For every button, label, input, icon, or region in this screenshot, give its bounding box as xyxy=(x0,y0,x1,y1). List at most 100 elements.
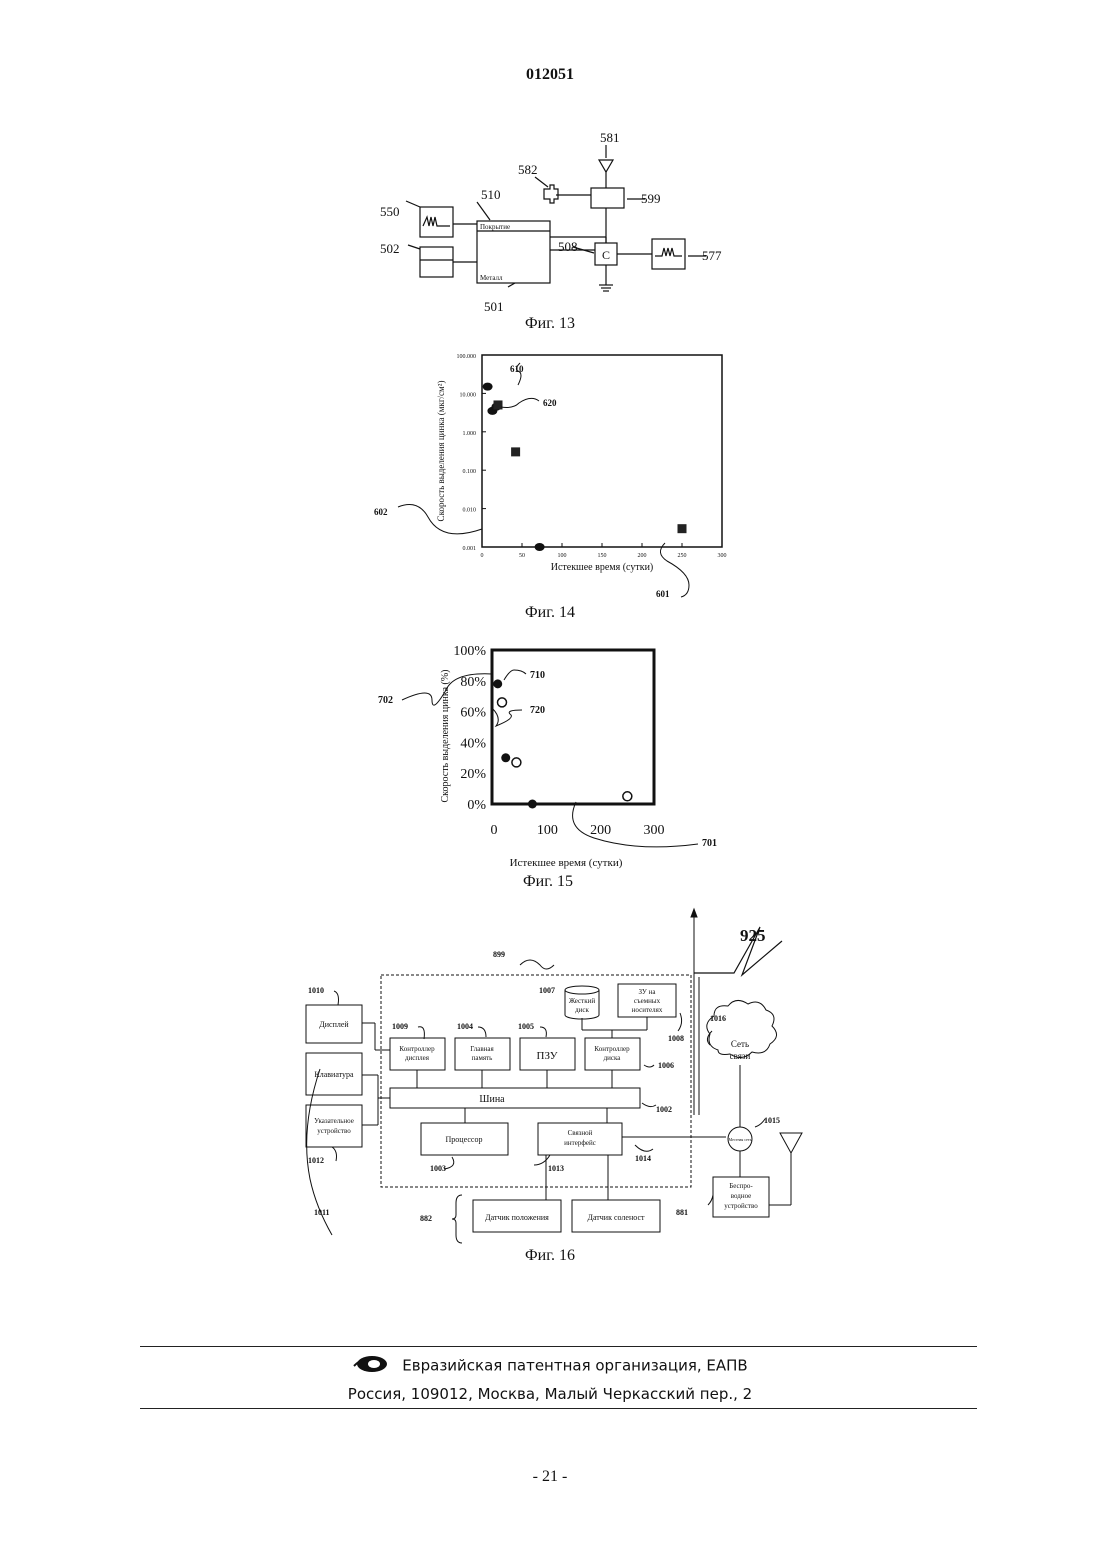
fig14-point-circle xyxy=(483,383,493,391)
figure-13: 581 582 599 510 550 502 508 577 501 Покр… xyxy=(370,125,740,335)
eapo-logo-icon xyxy=(352,1354,388,1378)
label-577: 577 xyxy=(702,248,722,263)
fig15-y-tick-label: 80% xyxy=(460,675,486,690)
ref-1011: 1011 xyxy=(314,1208,330,1217)
disp-ctrl-label-2: дисплея xyxy=(405,1054,430,1062)
callout-720: 720 xyxy=(530,705,545,716)
fig14-point-square xyxy=(678,524,687,533)
fig14-y-tick-label: 0.100 xyxy=(463,469,477,475)
fig14-x-tick-label: 50 xyxy=(519,553,525,559)
ref-1009: 1009 xyxy=(392,1022,408,1031)
fig14-point-square xyxy=(494,400,503,409)
disk-ctrl-label-1: Контроллер xyxy=(594,1045,630,1053)
ref-1003: 1003 xyxy=(430,1164,446,1173)
footer-org-text: Евразийская патентная организация, ЕАПВ xyxy=(402,1357,747,1375)
removable-label-2: съемных xyxy=(634,997,661,1005)
wireless-label-1: Беспро- xyxy=(729,1182,753,1190)
disp-ctrl-label-1: Контроллер xyxy=(399,1045,435,1053)
fig14-x-tick-label: 200 xyxy=(638,553,647,559)
fig14-x-tick-label: 150 xyxy=(598,553,607,559)
fig14-y-tick-label: 0.010 xyxy=(463,508,477,514)
bus-label: Шина xyxy=(479,1094,505,1105)
pointer-label-2: устройство xyxy=(317,1127,351,1135)
wireless-label-2: водное xyxy=(731,1192,752,1200)
footer-top-rule xyxy=(140,1346,977,1347)
wireless-label-3: устройство xyxy=(724,1202,758,1210)
pointing-device xyxy=(306,1105,362,1147)
fig15-y-tick-label: 100% xyxy=(453,644,486,659)
box-502 xyxy=(420,247,453,277)
component-c-label: C xyxy=(602,248,610,262)
fig14-y-axis-label: Скорость выделения цинка (мкг/см²) xyxy=(436,381,446,522)
layer-bottom-label: Металл xyxy=(480,274,503,282)
fig15-y-tick-label: 60% xyxy=(460,706,486,721)
label-510: 510 xyxy=(481,187,501,202)
comm-label-2: интерфейс xyxy=(564,1139,596,1147)
figure-15: 0% 20% 40% 60% 80% 100% 0 100 200 300 Истекшее в… xyxy=(370,638,730,890)
removable-label-3: носителях xyxy=(632,1006,663,1014)
fig15-point-filled xyxy=(501,753,510,762)
fig14-point-circle xyxy=(535,543,545,551)
fig14-y-tick-label: 100.000 xyxy=(457,354,477,360)
layer-top-label: Покрытие xyxy=(480,223,510,231)
fig15-point-filled xyxy=(528,800,537,809)
ref-1014: 1014 xyxy=(635,1154,651,1163)
fig14-x-axis-label: Истекшее время (сутки) xyxy=(551,562,654,573)
figure-14: 0.0010.0100.1001.00010.000100.000 050100… xyxy=(360,345,740,625)
fig15-x-tick-label: 300 xyxy=(644,823,665,838)
label-501: 501 xyxy=(484,299,504,314)
fig14-x-tick-label: 100 xyxy=(558,553,567,559)
cpu-label: Процессор xyxy=(446,1135,483,1144)
box-599 xyxy=(591,188,624,208)
network-label-1: Сеть xyxy=(731,1039,749,1049)
salt-sensor-label: Датчик соленост xyxy=(587,1213,645,1222)
pos-sensor-label: Датчик положения xyxy=(485,1213,549,1222)
display-label: Дисплей xyxy=(319,1020,349,1029)
signal-box-577 xyxy=(652,239,685,269)
fig15-y-tick-label: 0% xyxy=(467,798,486,813)
fig13-caption: Фиг. 13 xyxy=(525,315,575,332)
fig15-x-axis-label: Истекшее время (сутки) xyxy=(510,857,623,869)
label-508: 508 xyxy=(558,239,578,254)
ref-1008: 1008 xyxy=(668,1034,684,1043)
ref-1012: 1012 xyxy=(308,1156,324,1165)
callout-602: 602 xyxy=(374,507,388,517)
ref-1016: 1016 xyxy=(710,1014,726,1023)
fig15-x-tick-label: 0 xyxy=(491,823,498,838)
ref-1007: 1007 xyxy=(539,986,555,995)
main-mem-label-2: память xyxy=(472,1054,493,1062)
label-581: 581 xyxy=(600,130,620,145)
fig15-y-tick-label: 20% xyxy=(460,767,486,782)
network-label-2: связи xyxy=(730,1051,751,1061)
page-number: - 21 - xyxy=(0,1468,1100,1486)
fig14-caption: Фиг. 14 xyxy=(525,604,575,621)
fig15-x-tick-label: 100 xyxy=(537,823,558,838)
callout-702: 702 xyxy=(378,695,393,706)
fig14-x-tick-label: 250 xyxy=(678,553,687,559)
keyboard-label: Клавиатура xyxy=(314,1070,354,1079)
fig15-caption: Фиг. 15 xyxy=(523,873,573,890)
fig15-x-tick-label: 200 xyxy=(590,823,611,838)
figure-16: 899 925 1010 1007 1009 1004 1005 1006 10… xyxy=(290,905,810,1270)
callout-601: 601 xyxy=(656,589,670,599)
hdd-label-2: диск xyxy=(575,1006,589,1014)
meter-label: Местная сеть xyxy=(729,1137,752,1142)
removable-label-1: ЗУ на xyxy=(639,988,657,996)
patent-number: 012051 xyxy=(0,66,1100,84)
label-502: 502 xyxy=(380,241,400,256)
fig15-y-axis-label: Скорость выделения цинка (%) xyxy=(440,669,451,802)
fig15-point-filled xyxy=(493,679,502,688)
main-mem-label-1: Главная xyxy=(470,1045,494,1053)
ref-881: 881 xyxy=(676,1208,688,1217)
callout-610: 610 xyxy=(510,364,524,374)
fig15-point-open xyxy=(623,792,632,801)
ref-1004: 1004 xyxy=(457,1022,473,1031)
fig15-plot-frame xyxy=(492,650,654,804)
footer-address: Россия, 109012, Москва, Малый Черкасский… xyxy=(0,1385,1100,1403)
rom-label: ПЗУ xyxy=(537,1050,558,1062)
ref-899: 899 xyxy=(493,950,505,959)
fig15-y-tick-label: 40% xyxy=(460,736,486,751)
footer-bottom-rule xyxy=(140,1408,977,1409)
antenna-icon xyxy=(780,1133,802,1153)
fig16-caption: Фиг. 16 xyxy=(525,1247,575,1264)
